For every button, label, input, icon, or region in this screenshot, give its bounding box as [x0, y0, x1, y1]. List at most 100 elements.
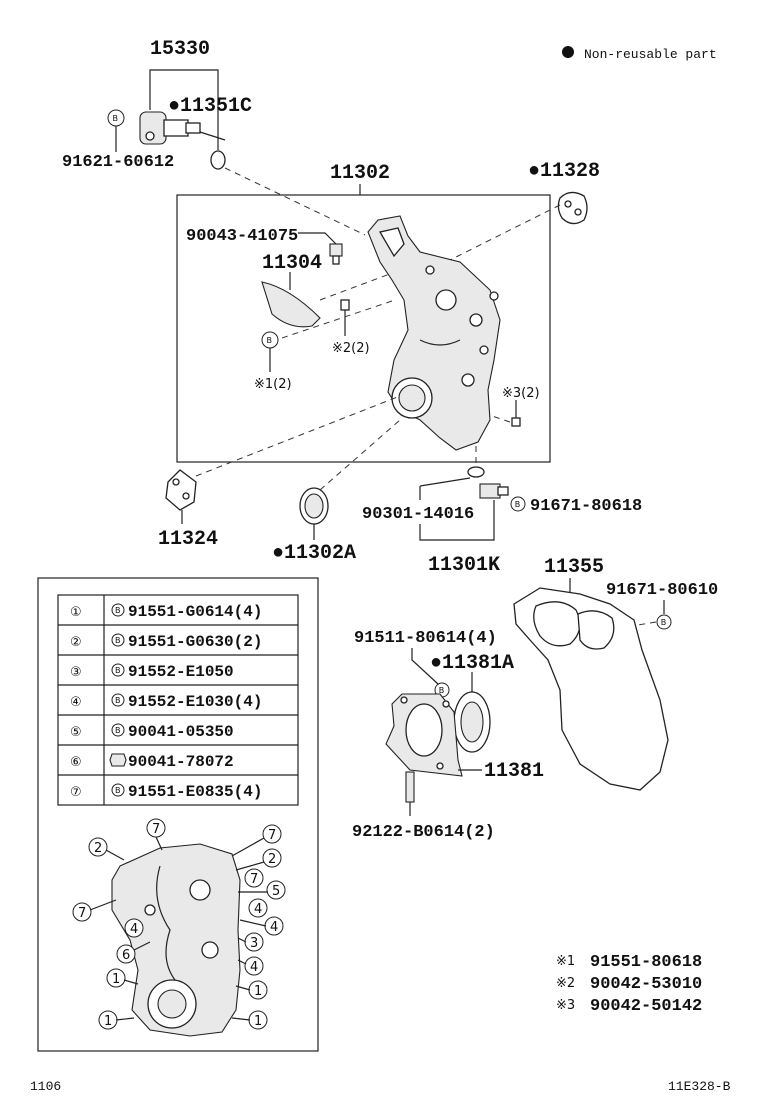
callout-11355: 11355	[544, 556, 604, 579]
gasket-90301-part	[467, 466, 485, 478]
callout-91671-80610: 91671-80610	[606, 581, 718, 600]
svg-text:3: 3	[250, 936, 258, 951]
bolt-bubble-b: B	[111, 603, 125, 617]
bolt-bubble-b: B	[111, 783, 125, 797]
svg-text:4: 4	[250, 960, 258, 975]
svg-text:5: 5	[272, 884, 280, 899]
svg-text:7: 7	[250, 872, 258, 887]
callout-11302A: ●11302A	[272, 542, 356, 565]
stud-x2-part	[340, 299, 350, 311]
table-row-part: 90041-78072	[128, 753, 234, 771]
gasket-11355-part	[513, 587, 669, 791]
callout-x2: ※2(2)	[332, 341, 370, 356]
svg-text:B: B	[515, 500, 521, 509]
note-mark: ※1	[556, 954, 575, 969]
detail-box	[37, 577, 319, 1052]
cover-detail-drawing	[111, 843, 241, 1037]
callout-11324: 11324	[158, 528, 218, 551]
bolt-bubble-b: B	[107, 109, 125, 127]
callout-11328: ●11328	[528, 160, 600, 183]
cover-assembly-box	[176, 194, 551, 463]
table-row-part: 90041-05350	[128, 723, 234, 741]
callout-90301-14016: 90301-14016	[362, 505, 474, 524]
timing-chain-cover-part	[367, 215, 501, 451]
svg-text:7: 7	[78, 906, 86, 921]
note-mark: ※3	[556, 998, 575, 1013]
svg-text:B: B	[661, 618, 667, 627]
note-part: 91551-80618	[590, 953, 702, 972]
svg-text:B: B	[115, 606, 121, 615]
gasket-11324-part	[165, 469, 197, 511]
nut-icon	[109, 753, 127, 767]
detail-number-callouts: 2 7 7 2 7 5 7 4 4 4 3 6 4 1 1 1 1	[72, 818, 286, 1030]
svg-text:2: 2	[94, 841, 102, 856]
table-row-part: 91552-E1050	[128, 663, 234, 681]
svg-text:4: 4	[130, 922, 138, 937]
svg-text:7: 7	[152, 822, 160, 837]
svg-text:1: 1	[254, 1014, 262, 1029]
note-part: 90042-50142	[590, 997, 702, 1016]
table-row-num: ③	[70, 665, 82, 680]
callout-92122-B0614: 92122-B0614(2)	[352, 823, 495, 842]
svg-text:2: 2	[268, 852, 276, 867]
svg-text:1: 1	[104, 1014, 112, 1029]
svg-text:4: 4	[254, 902, 262, 917]
callout-91671-80618: 91671-80618	[530, 497, 642, 516]
svg-text:B: B	[115, 666, 121, 675]
table-row-num: ⑦	[70, 785, 82, 800]
svg-text:B: B	[115, 726, 121, 735]
bolt-table: ① ② ③ ④ ⑤ ⑥ ⑦ B B B B B B 91551-G0614(4)…	[57, 594, 299, 806]
note-part: 90042-53010	[590, 975, 702, 994]
callout-11302: 11302	[330, 162, 390, 185]
bolt-bubble-b: B	[261, 331, 279, 349]
svg-text:1: 1	[112, 972, 120, 987]
bolt-bubble-b: B	[510, 496, 526, 512]
table-row-part: 91551-E0835(4)	[128, 783, 262, 801]
plug-bolt-part	[329, 243, 343, 265]
svg-text:B: B	[267, 336, 273, 345]
gasket-11328-part	[557, 191, 588, 225]
callout-91511-80614: 91511-80614(4)	[354, 629, 497, 648]
table-row-num: ⑥	[70, 755, 82, 770]
svg-text:4: 4	[270, 920, 278, 935]
o-ring-part	[210, 150, 226, 170]
callout-11381: 11381	[484, 760, 544, 783]
seal-11381A-part	[453, 691, 491, 753]
bolt-bubble-b: B	[111, 693, 125, 707]
table-row-num: ⑤	[70, 725, 82, 740]
svg-text:B: B	[439, 686, 445, 695]
table-row-num: ④	[70, 695, 82, 710]
dash-line-valve	[224, 167, 366, 236]
switch-part	[479, 483, 509, 499]
oil-seal-11302A-part	[299, 487, 329, 525]
svg-text:B: B	[115, 786, 121, 795]
table-row-part: 91551-G0630(2)	[128, 633, 262, 651]
legend-non-reusable: Non-reusable part	[584, 47, 717, 62]
bolt-bubble-b: B	[111, 663, 125, 677]
svg-text:B: B	[115, 636, 121, 645]
leader-15330	[149, 69, 219, 150]
callout-11351C: ●11351C	[168, 95, 252, 118]
footer-right: 11E328-B	[668, 1079, 731, 1094]
footer-left: 1106	[30, 1079, 61, 1094]
table-row-num: ②	[70, 635, 82, 650]
table-row-part: 91551-G0614(4)	[128, 603, 262, 621]
callout-x1: ※1(2)	[254, 377, 292, 392]
bolt-bubble-b: B	[111, 723, 125, 737]
callout-11381A: ●11381A	[430, 652, 514, 675]
callout-91621-60612: 91621-60612	[62, 153, 174, 172]
retainer-11381-part	[385, 693, 463, 777]
svg-text:1: 1	[254, 984, 262, 999]
bolt-bubble-b: B	[111, 633, 125, 647]
stud-x3-part	[511, 417, 521, 427]
stud-92122-part	[405, 771, 415, 803]
callout-90043-41075: 90043-41075	[186, 227, 298, 246]
svg-text:B: B	[115, 696, 121, 705]
bolt-bubble-b: B	[656, 614, 672, 630]
callout-11301K: 11301K	[428, 554, 500, 577]
callout-11304: 11304	[262, 252, 322, 275]
legend-dot-icon	[562, 46, 574, 58]
oil-control-valve-part	[139, 111, 201, 145]
cover-plate-11304-part	[261, 281, 321, 328]
